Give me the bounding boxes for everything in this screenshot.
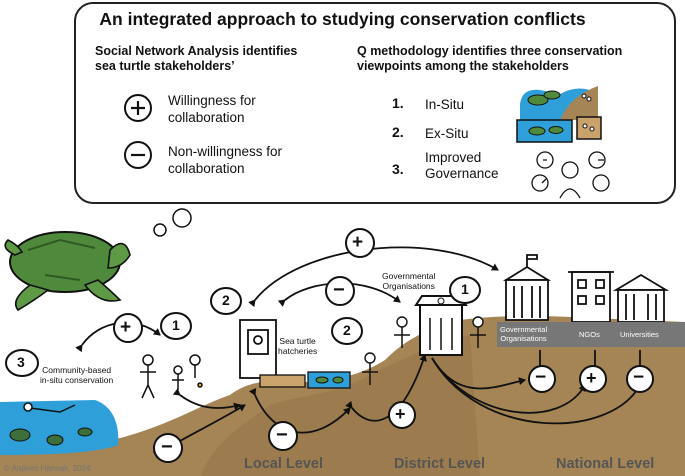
level-district: District Level bbox=[394, 456, 486, 472]
bubble-kiosk-number: 2 bbox=[222, 292, 230, 308]
link-national-plus: + bbox=[586, 368, 597, 388]
minus-legend-icon bbox=[124, 141, 152, 169]
community-label-line-2: in-situ conservation bbox=[40, 375, 114, 385]
national-government-building bbox=[502, 254, 552, 321]
link-district-plus: + bbox=[395, 404, 406, 424]
plus-legend-icon bbox=[124, 94, 152, 122]
district-gov-label: Governmental Organisations bbox=[382, 271, 435, 291]
turtle-thought-bubble bbox=[153, 223, 167, 237]
sea-turtle-icon bbox=[4, 231, 131, 312]
link-bottom-minus-mid: − bbox=[276, 424, 288, 446]
viewpoint-bubbles bbox=[5, 276, 481, 377]
legend-plus-line-2: collaboration bbox=[168, 110, 245, 125]
sea-water bbox=[0, 400, 119, 455]
bubble-hatchery-number: 2 bbox=[343, 322, 351, 338]
legend-minus-line-1: Non-willingness for bbox=[168, 144, 283, 159]
ngo-building bbox=[568, 271, 614, 323]
viewpoint-2-label: Ex-Situ bbox=[425, 126, 469, 141]
q-heading: Q methodology identifies three conservat… bbox=[357, 44, 622, 74]
community-people-icon bbox=[140, 354, 203, 399]
bubble-district-number: 1 bbox=[461, 281, 469, 297]
level-local: Local Level bbox=[244, 456, 323, 472]
link-top-plus: + bbox=[352, 232, 364, 253]
link-top-minus: − bbox=[333, 279, 345, 301]
q-heading-line-1: Q methodology identifies three conservat… bbox=[357, 44, 623, 58]
summary-box bbox=[74, 2, 676, 204]
community-label: Community-based in-situ conservation bbox=[40, 365, 113, 385]
hatcheries-label-line-2: hatcheries bbox=[278, 346, 318, 356]
turtle-thought-bubble-large bbox=[172, 208, 192, 228]
in-situ-icon bbox=[520, 86, 598, 120]
national-gov-label-line-2: Organisations bbox=[500, 334, 547, 343]
district-gov-label-line-2: Organisations bbox=[382, 281, 435, 291]
link-local-plus: + bbox=[120, 317, 132, 338]
link-national-minus-2: − bbox=[633, 367, 645, 388]
bubble-local-person-number: 1 bbox=[172, 317, 180, 333]
viewpoint-1-label: In-Situ bbox=[425, 97, 465, 112]
ngos-label: NGOs bbox=[579, 330, 600, 339]
viewpoint-3-label: Improved Governance bbox=[425, 150, 499, 182]
sna-heading-line-1: Social Network Analysis identifies bbox=[95, 44, 298, 58]
legend-plus-line-1: Willingness for bbox=[168, 93, 256, 108]
university-building bbox=[612, 273, 670, 323]
community-label-line-1: Community-based bbox=[42, 365, 112, 375]
link-national-minus-1: − bbox=[535, 367, 547, 388]
ex-situ-icon bbox=[516, 116, 602, 143]
legend-minus-label: Non-willingness for collaboration bbox=[168, 143, 282, 177]
viewpoint-3-line-2: Governance bbox=[425, 166, 499, 181]
link-bottom-minus-left: − bbox=[161, 436, 173, 458]
governance-icon bbox=[531, 151, 610, 199]
sna-heading: Social Network Analysis identifies sea t… bbox=[95, 44, 297, 74]
q-heading-line-2: viewpoints among the stakeholders bbox=[357, 59, 569, 73]
legend-minus-line-2: collaboration bbox=[168, 161, 245, 176]
legend-plus-label: Willingness for collaboration bbox=[168, 92, 256, 126]
viewpoint-1-number: 1. bbox=[392, 95, 404, 111]
credit-text: © Anjleen Hannak, 2024. bbox=[4, 464, 93, 473]
hatcheries-label-line-1: Sea turtle bbox=[279, 336, 316, 346]
page-title: An integrated approach to studying conse… bbox=[99, 9, 586, 29]
universities-label: Universities bbox=[620, 330, 659, 339]
viewpoint-2-number: 2. bbox=[392, 124, 404, 140]
bubble-community-number: 3 bbox=[17, 354, 25, 370]
viewpoint-3-number: 3. bbox=[392, 161, 404, 177]
level-national: National Level bbox=[556, 456, 655, 472]
diver-icon bbox=[23, 402, 76, 413]
district-gov-label-line-1: Governmental bbox=[382, 271, 436, 281]
national-gov-label-line-1: Governmental bbox=[500, 325, 548, 334]
national-label-bar bbox=[497, 322, 685, 347]
viewpoint-3-line-1: Improved bbox=[425, 150, 482, 165]
sna-heading-line-2: sea turtle stakeholders’ bbox=[95, 59, 235, 73]
reef-icon bbox=[9, 427, 93, 446]
national-gov-label: Governmental Organisations bbox=[500, 325, 547, 343]
link-symbol-circles bbox=[113, 228, 654, 463]
kiosk-icon bbox=[239, 319, 277, 379]
hatcheries-label: Sea turtle hatcheries bbox=[278, 336, 317, 356]
